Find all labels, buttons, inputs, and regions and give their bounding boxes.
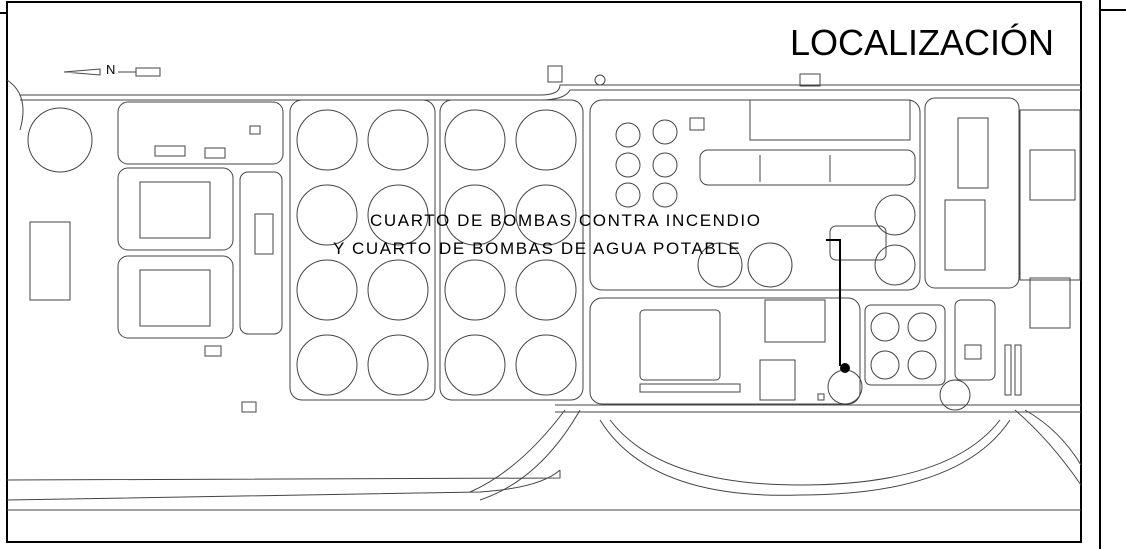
callout-line-1: CUARTO DE BOMBAS CONTRA INCENDIO [370, 211, 762, 230]
pump-room-tank [827, 369, 863, 405]
tank-farm-b [439, 99, 584, 401]
curve-road-left [469, 409, 566, 493]
callout-marker [840, 363, 850, 373]
curve-road-main [599, 419, 1011, 496]
drawing-title: LOCALIZACIÓN [790, 22, 1055, 63]
curve-road-right [1014, 409, 1082, 486]
road-bottom [6, 470, 561, 481]
callout-line-2: Y CUARTO DE BOMBAS DE AGUA POTABLE [333, 239, 742, 258]
north-arrow-label: N [106, 62, 116, 77]
drawing-frame [6, 1, 1082, 543]
tank-farm-a [289, 99, 436, 401]
building-left [29, 221, 71, 301]
callout-leader [826, 239, 841, 366]
north-arrow-icon [63, 67, 161, 77]
road-top [20, 84, 1081, 96]
